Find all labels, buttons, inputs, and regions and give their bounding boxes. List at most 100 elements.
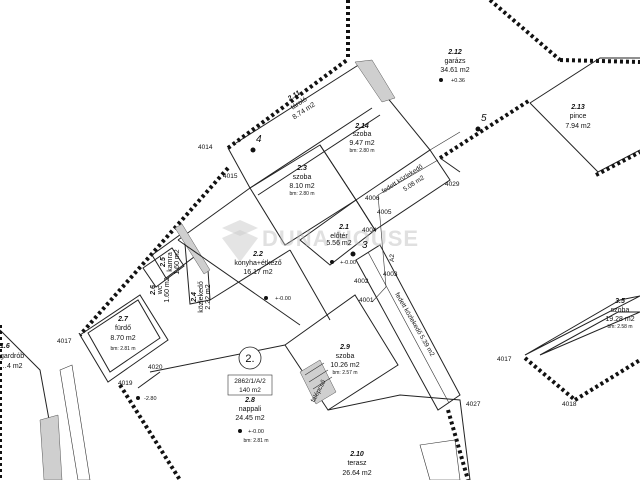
level-minus-280: -2.80: [136, 396, 157, 402]
point-4019: 4019: [118, 380, 133, 387]
point-4004: 4004: [362, 227, 377, 234]
parcel-box: 2862/1/A/2 140 m2: [227, 374, 273, 396]
point-4005: 4005: [377, 209, 392, 216]
point-4020: 4020: [148, 364, 163, 371]
room-2-1-level: +-0.00: [340, 260, 356, 266]
axis-point-icon: [350, 251, 356, 257]
room-2-9-bm: bm: 2.57 m: [332, 370, 357, 376]
unit-marker: 2.: [238, 346, 262, 370]
room-2-6-area: 1.60 m2: [164, 277, 171, 302]
point-4027: 4027: [466, 401, 481, 408]
room-1-6-area: …4 m2: [0, 363, 23, 370]
room-2-14-name: szoba: [353, 131, 372, 138]
room-2-1-area: 5.56 m2: [326, 240, 351, 247]
room-2-2: 2.2 konyha+étkező 16.17 m2 +-0.00: [234, 251, 291, 302]
room-2-7-bm: bm: 2.81 m: [110, 346, 135, 352]
room-2-7: 2.7 fürdő 8.70 m2 bm: 2.81 m: [110, 316, 135, 352]
level-marker-icon: [330, 260, 334, 264]
room-1-6-name: gardrób: [0, 353, 24, 360]
room-1-6: 1.6 gardrób …4 m2: [0, 343, 24, 370]
axis-markers: 4 5 3 A2: [250, 113, 487, 262]
room-2-7-num: 2.7: [117, 316, 129, 323]
room-2-2-num: 2.2: [252, 251, 263, 258]
room-3-5-area: 19.28 m2: [605, 316, 634, 323]
room-2-8-num: 2.8: [244, 397, 255, 404]
point-4014: 4014: [198, 144, 213, 151]
room-2-4: 2.4 közlekedő 2.22 m2: [191, 281, 212, 313]
point-4017-left: 4017: [57, 338, 72, 345]
room-2-9-num: 2.9: [339, 344, 350, 351]
level-minus-280-text: -2.80: [144, 396, 157, 402]
parcel-line2: 140 m2: [239, 387, 261, 394]
room-2-13-name: pince: [570, 113, 587, 120]
room-2-2-name: konyha+étkező: [234, 260, 281, 267]
room-2-7-area: 8.70 m2: [110, 335, 135, 342]
room-2-14-area: 9.47 m2: [349, 140, 374, 147]
point-4029: 4029: [445, 181, 460, 188]
point-4015: 4015: [223, 173, 238, 180]
room-2-3-bm: bm: 2.80 m: [289, 191, 314, 197]
room-2-8-name: nappali: [239, 406, 262, 413]
room-2-3-area: 8.10 m2: [289, 183, 314, 190]
room-2-8: 2.8 nappali 24.45 m2 +-0.00 bm: 2.81 m: [235, 397, 268, 444]
corridor-upper: fedett közlekedő 5.08 m2: [381, 163, 426, 195]
room-3-5: 3.5 szoba 19.28 m2 bm: 2.58 m: [605, 298, 634, 330]
unit-marker-text: 2.: [245, 353, 254, 365]
room-1-6-num: 1.6: [0, 343, 10, 350]
parcel-line1: 2862/1/A/2: [234, 378, 266, 385]
room-2-4-area: 2.22 m2: [205, 284, 212, 309]
room-2-14-bm: bm: 2.80 m: [349, 148, 374, 154]
point-4018: 4018: [562, 401, 577, 408]
point-4017-right: 4017: [497, 356, 512, 363]
axis-3: 3: [362, 240, 368, 251]
axis-point-icon: [475, 126, 481, 132]
room-2-3-name: szoba: [293, 174, 312, 181]
room-3-5-bm: bm: 2.58 m: [607, 324, 632, 330]
room-2-1-name: előtér: [330, 233, 348, 240]
room-2-10-name: terasz: [347, 460, 367, 467]
level-marker-icon: [264, 296, 268, 300]
room-3-5-name: szoba: [611, 307, 630, 314]
room-2-6: 2.6 wc 1.60 m2: [150, 277, 171, 302]
axis-5: 5: [481, 113, 487, 124]
room-2-9: 2.9 szoba 10.26 m2 bm: 2.57 m: [330, 344, 359, 376]
room-2-9-name: szoba: [336, 353, 355, 360]
room-2-5-num: 2.5: [160, 257, 167, 268]
room-2-12-area: 34.61 m2: [440, 67, 469, 74]
room-2-10-area: 26.64 m2: [342, 470, 371, 477]
room-2-12-name: garázs: [444, 58, 466, 65]
point-4003: 4003: [383, 271, 398, 278]
room-2-10-num: 2.10: [349, 451, 364, 458]
room-2-4-name: közlekedő: [198, 281, 205, 313]
room-2-8-bm: bm: 2.81 m: [243, 438, 268, 444]
room-3-5-num: 3.5: [615, 298, 625, 305]
room-2-13-area: 7.94 m2: [565, 123, 590, 130]
corridor-lower-area: 5.39 m2: [418, 334, 436, 358]
axis-4: 4: [256, 134, 262, 145]
room-2-3-num: 2.3: [296, 165, 307, 172]
level-marker-icon: [136, 396, 140, 400]
room-2-8-area: 24.45 m2: [235, 415, 264, 422]
room-2-6-name: wc: [157, 285, 164, 295]
room-2-7-name: fürdő: [115, 325, 131, 332]
room-2-2-level: +-0.00: [275, 296, 291, 302]
survey-points: [371, 159, 439, 303]
room-2-13: 2.13 pince 7.94 m2: [565, 104, 590, 130]
watermark: DUNA HOUSE: [222, 220, 419, 262]
room-2-12-num: 2.12: [447, 49, 462, 56]
room-2-8-level: +-0.00: [248, 429, 264, 435]
level-marker-icon: [238, 429, 242, 433]
point-4002: 4002: [354, 278, 369, 285]
room-2-3: 2.3 szoba 8.10 m2 bm: 2.80 m: [289, 165, 314, 197]
point-4006: 4006: [365, 195, 380, 202]
room-2-5-name: kamra: [167, 252, 174, 272]
corridor-lower: fedett közlekedő 5.39 m2: [393, 292, 435, 359]
axis-a2: A2: [389, 254, 396, 262]
watermark-text: DUNA HOUSE: [262, 226, 419, 251]
room-2-14-num: 2.14: [354, 123, 369, 130]
room-2-12: 2.12 garázs 34.61 m2 +0.36: [439, 49, 470, 84]
room-2-1-num: 2.1: [338, 224, 349, 231]
room-2-4-num: 2.4: [191, 292, 198, 303]
